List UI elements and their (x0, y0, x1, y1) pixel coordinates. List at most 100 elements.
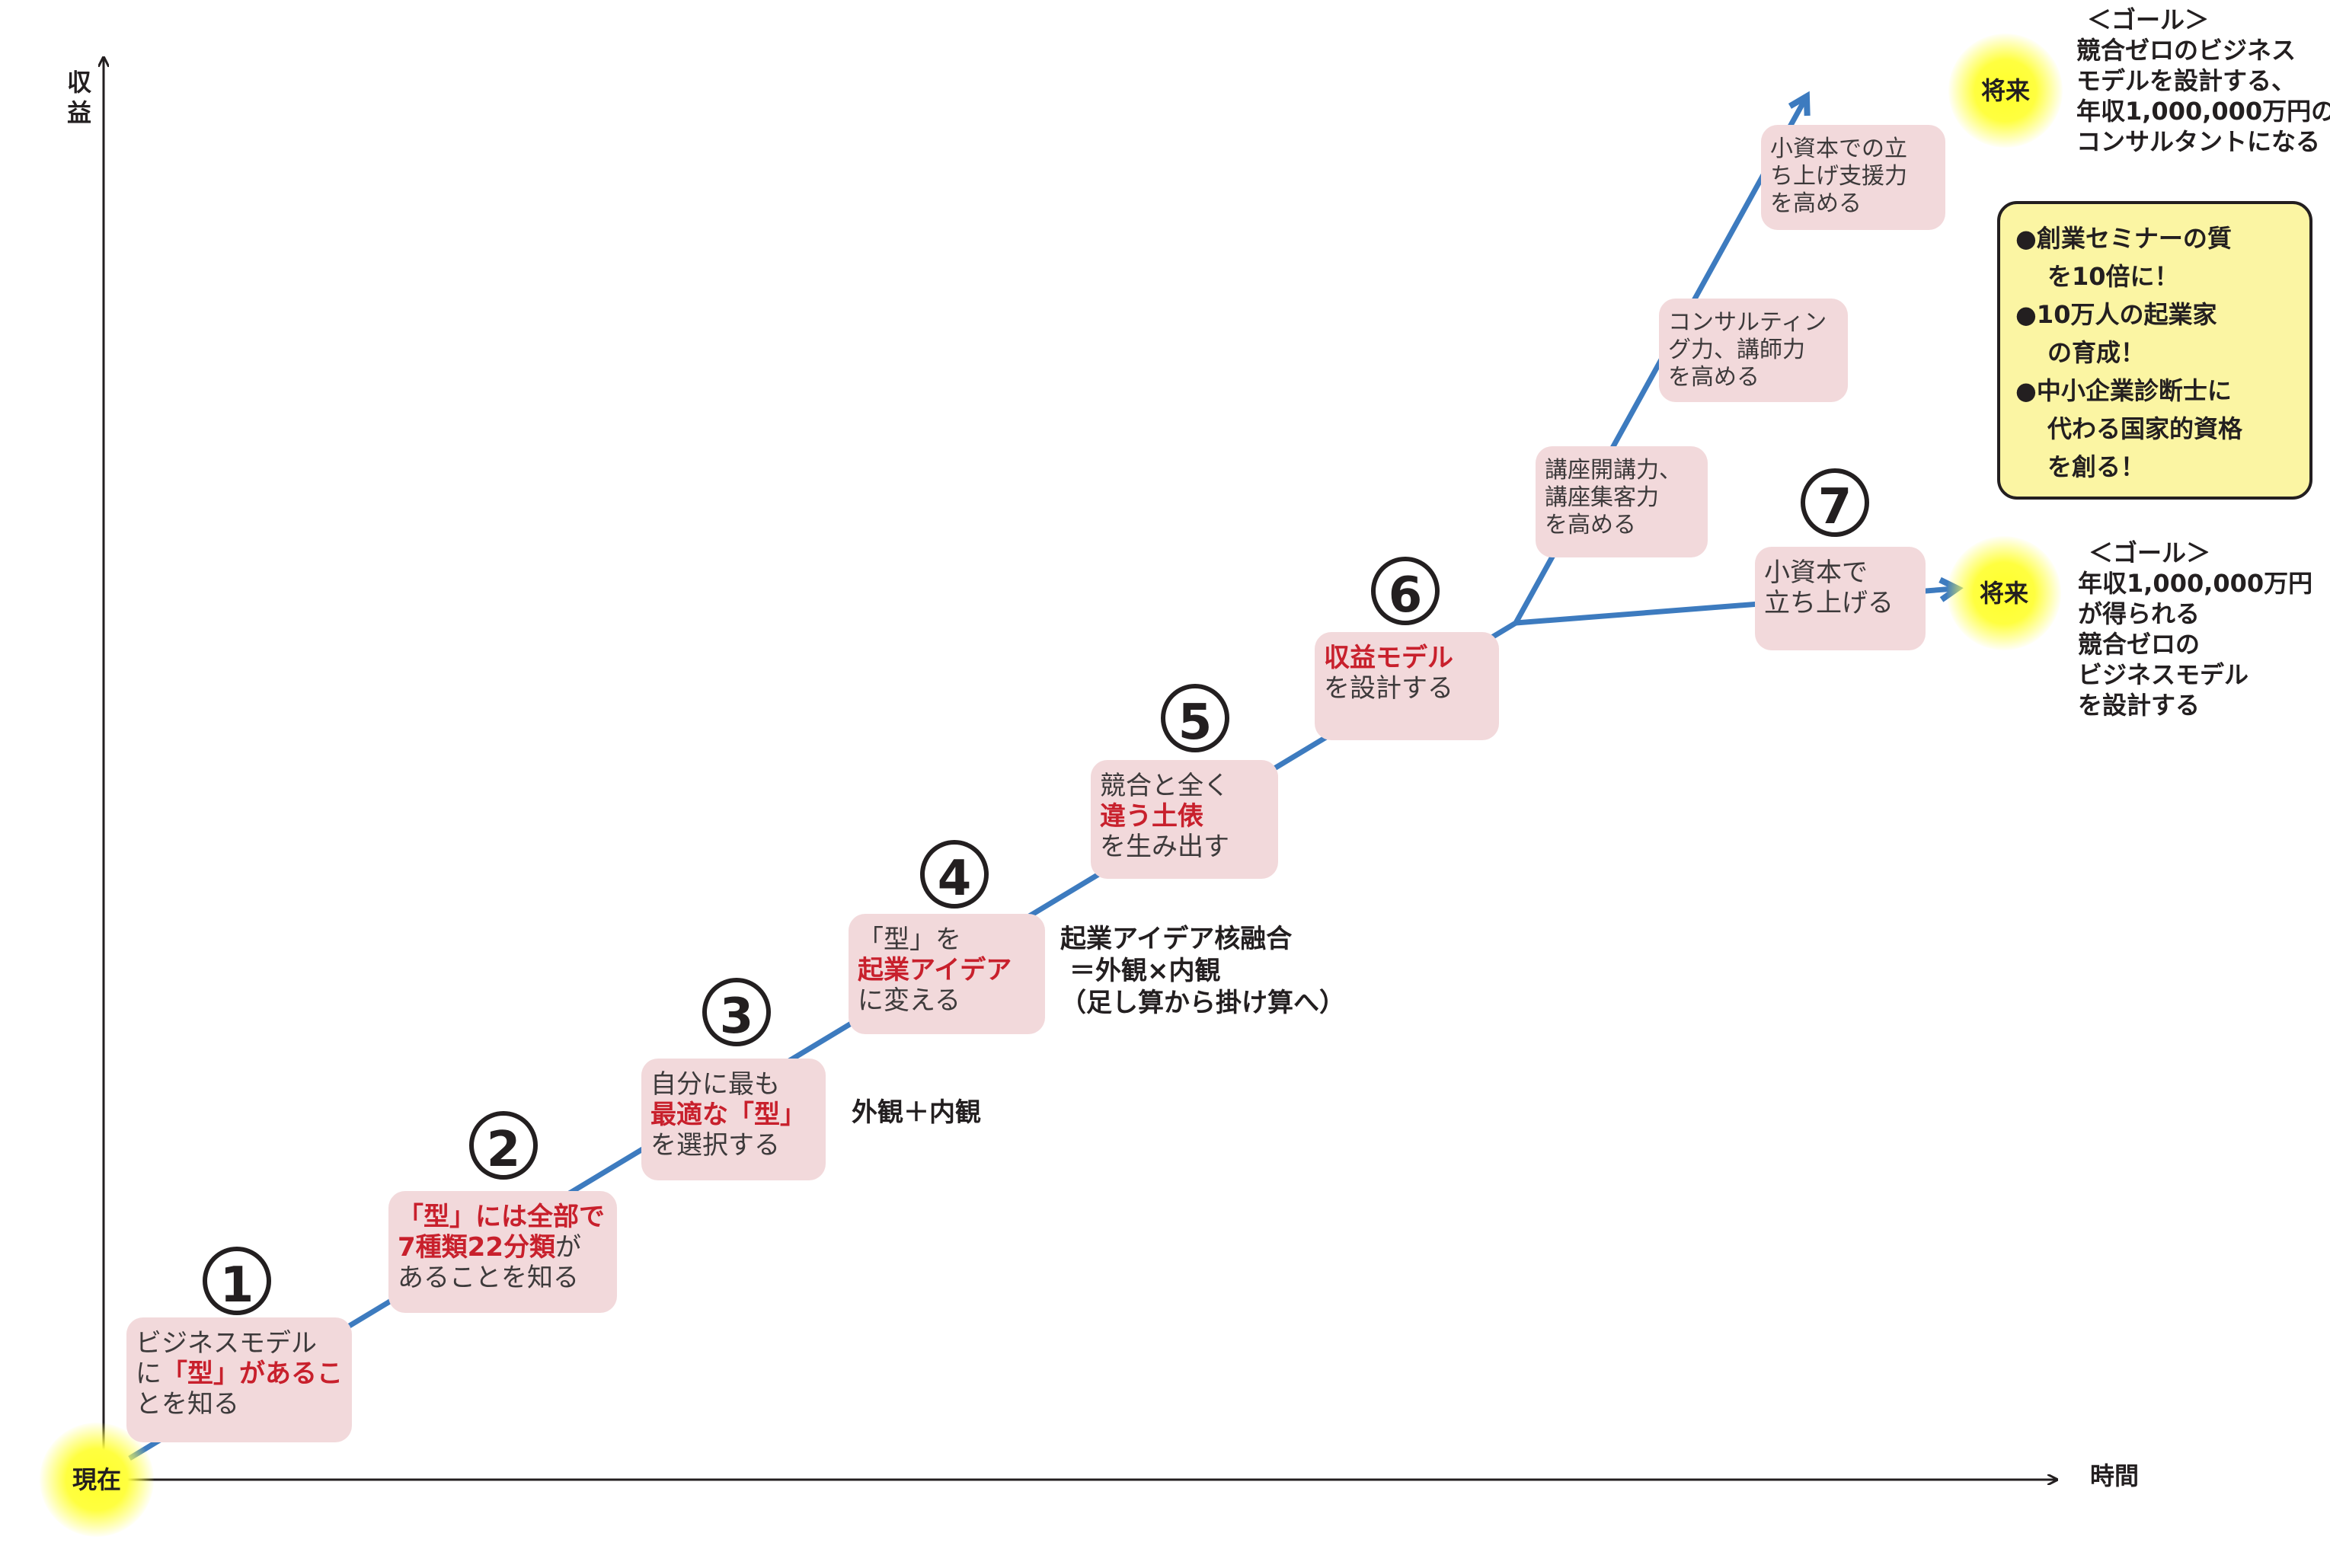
x-axis-label: 時間 (2090, 1461, 2140, 1490)
step-4-line-1: 「型」を (858, 925, 1036, 955)
step-1-text-2-1: に (136, 1359, 161, 1389)
step-1-text-3-1: とを知る (136, 1389, 239, 1420)
step-number-6: 6 (1371, 557, 1440, 625)
step-number-7: 7 (1801, 468, 1869, 537)
upper-step-2-line-3: を高める (1668, 364, 1759, 391)
step-number-1: 1 (203, 1247, 271, 1315)
step-3-line-2: 最適な「型」 (650, 1100, 817, 1130)
step-1-line-1: ビジネスモデル (136, 1328, 343, 1359)
y-axis-label-2: 益 (66, 98, 91, 127)
step-2-line-3: あることを知る (398, 1263, 608, 1293)
upper-step-1-line-1: 講座開講力、 (1545, 457, 1682, 484)
upper-step-box-1: 講座開講力、講座集客力を高める (1536, 446, 1708, 557)
step-number-4: 4 (920, 840, 989, 909)
y-axis-label-1: 収 (66, 68, 91, 97)
progress-line (128, 91, 1811, 1461)
step-6-line-1: 収益モデル (1324, 643, 1490, 673)
step-4-text-3-1: に変える (858, 985, 960, 1016)
step-7-line-1: 小資本で (1764, 557, 1916, 588)
note-step-4-line-2: ＝外観×内観 (1069, 956, 1221, 986)
mission-item-1-line-1: ●創業セミナーの質 (2015, 224, 2232, 253)
step-7-text-2-1: 立ち上げる (1764, 588, 1894, 618)
step-1-line-3: とを知る (136, 1389, 343, 1420)
step-6-text-1-1: 収益モデル (1324, 643, 1453, 673)
step-7-line-2: 立ち上げる (1764, 588, 1916, 618)
mission-item-2-line-1: ●10万人の起業家 (2015, 300, 2217, 329)
step-2-line-1: 「型」には全部で (398, 1202, 608, 1232)
step-2-text-2-1: 7種類22分類 (398, 1232, 555, 1263)
note-step-3: 外観＋内観 (852, 1097, 981, 1129)
future-badge-lower: 将来 (1979, 579, 2028, 608)
y-axis-label: 収 益 (64, 67, 94, 128)
goal-upper-line-3: モデルを設計する、 (2076, 66, 2296, 95)
mission-item-3-line-3: を創る！ (2047, 452, 2146, 481)
upper-step-box-2: コンサルティング力、講師力を高める (1659, 299, 1848, 402)
step-2-text-2-2: が (555, 1232, 581, 1263)
step-number-2: 2 (469, 1111, 538, 1180)
goal-upper-line-5: コンサルタントになる (2076, 127, 2321, 156)
step-7-text-1-1: 小資本で (1764, 557, 1868, 588)
step-1-text-2-2: 「型」があるこ (161, 1359, 343, 1389)
step-1-text-1-1: ビジネスモデル (136, 1328, 317, 1359)
step-box-3: 自分に最も最適な「型」を選択する (641, 1059, 826, 1180)
mission-item-3-line-1: ●中小企業診断士に (2015, 376, 2232, 405)
step-2-text-1-1: 「型」には全部で (398, 1202, 605, 1232)
upper-step-2-line-1: コンサルティン (1668, 309, 1827, 336)
upper-step-3-line-2: ち上げ支援力 (1770, 163, 1907, 190)
step-box-7: 小資本で立ち上げる (1755, 547, 1926, 650)
step-2-line-2: 7種類22分類が (398, 1232, 608, 1263)
step-3-text-3-1: を選択する (650, 1130, 780, 1161)
step-5-text-2-1: 違う土俵 (1100, 801, 1203, 832)
step-4-line-2: 起業アイデア (858, 955, 1036, 985)
step-1-line-2: に「型」があるこ (136, 1359, 343, 1389)
goal-lower: ＜ゴール＞ 年収1,000,000万円 が得られる 競合ゼロの ビジネスモデル … (2078, 538, 2312, 720)
step-box-1: ビジネスモデルに「型」があることを知る (126, 1317, 352, 1442)
step-5-text-1-1: 競合と全く (1100, 771, 1229, 801)
step-number-5: 5 (1161, 684, 1229, 752)
step-number-3: 3 (702, 978, 771, 1046)
step-4-line-3: に変える (858, 985, 1036, 1016)
step-5-line-3: を生み出す (1100, 832, 1269, 862)
goal-lower-line-3: が得られる (2078, 599, 2201, 628)
mission-box: ●創業セミナーの質 を10倍に！ ●10万人の起業家 の育成！ ●中小企業診断士… (1997, 201, 2312, 500)
mission-item-2-line-2: の育成！ (2047, 338, 2146, 367)
note-step-4-line-1: 起業アイデア核融合 (1060, 924, 1293, 954)
start-label: 現在 (72, 1465, 121, 1494)
upper-step-box-3: 小資本での立ち上げ支援力を高める (1761, 125, 1945, 230)
step-6-text-2-1: を設計する (1324, 673, 1453, 704)
step-box-6: 収益モデルを設計する (1315, 632, 1499, 740)
goal-lower-line-4: 競合ゼロの (2078, 630, 2201, 659)
step-box-5: 競合と全く違う土俵を生み出す (1091, 760, 1278, 879)
future-badge-upper: 将来 (1980, 76, 2030, 105)
note-step-4-line-3: （足し算から掛け算へ） (1060, 988, 1345, 1018)
goal-upper-line-2: 競合ゼロのビジネス (2076, 36, 2296, 65)
step-4-text-2-1: 起業アイデア (858, 955, 1012, 985)
step-3-line-3: を選択する (650, 1130, 817, 1161)
goal-lower-line-1: ＜ゴール＞ (2089, 538, 2211, 567)
future-glow-upper (1948, 34, 2063, 148)
upper-step-1-line-3: を高める (1545, 512, 1636, 538)
step-5-line-2: 違う土俵 (1100, 801, 1269, 832)
step-5-text-3-1: を生み出す (1100, 832, 1229, 862)
upper-step-3-line-3: を高める (1770, 190, 1862, 217)
mission-item-1-line-2: を10倍に！ (2047, 262, 2179, 291)
upper-step-1-line-2: 講座集客力 (1545, 484, 1659, 511)
future-glow-lower (1947, 536, 2061, 650)
note-step-4: 起業アイデア核融合 ＝外観×内観 （足し算から掛け算へ） (1060, 923, 1345, 1019)
step-3-text-1-1: 自分に最も (650, 1069, 780, 1100)
goal-upper-line-4: 年収1,000,000万円の (2076, 97, 2330, 126)
step-3-line-1: 自分に最も (650, 1069, 817, 1100)
goal-lower-line-6: を設計する (2078, 691, 2201, 720)
step-6-line-2: を設計する (1324, 673, 1490, 704)
step-box-4: 「型」を起業アイデアに変える (849, 914, 1045, 1034)
goal-upper: ＜ゴール＞ 競合ゼロのビジネス モデルを設計する、 年収1,000,000万円の… (2076, 5, 2330, 157)
step-3-text-2-1: 最適な「型」 (650, 1100, 806, 1130)
upper-step-3-line-1: 小資本での立 (1770, 136, 1907, 162)
step-5-line-1: 競合と全く (1100, 771, 1269, 801)
note-step-3-line: 外観＋内観 (852, 1097, 981, 1128)
goal-upper-line-1: ＜ゴール＞ (2087, 5, 2210, 34)
goal-lower-line-2: 年収1,000,000万円 (2078, 569, 2313, 598)
step-4-text-1-1: 「型」を (858, 925, 961, 955)
mission-item-3-line-2: 代わる国家的資格 (2047, 414, 2243, 443)
